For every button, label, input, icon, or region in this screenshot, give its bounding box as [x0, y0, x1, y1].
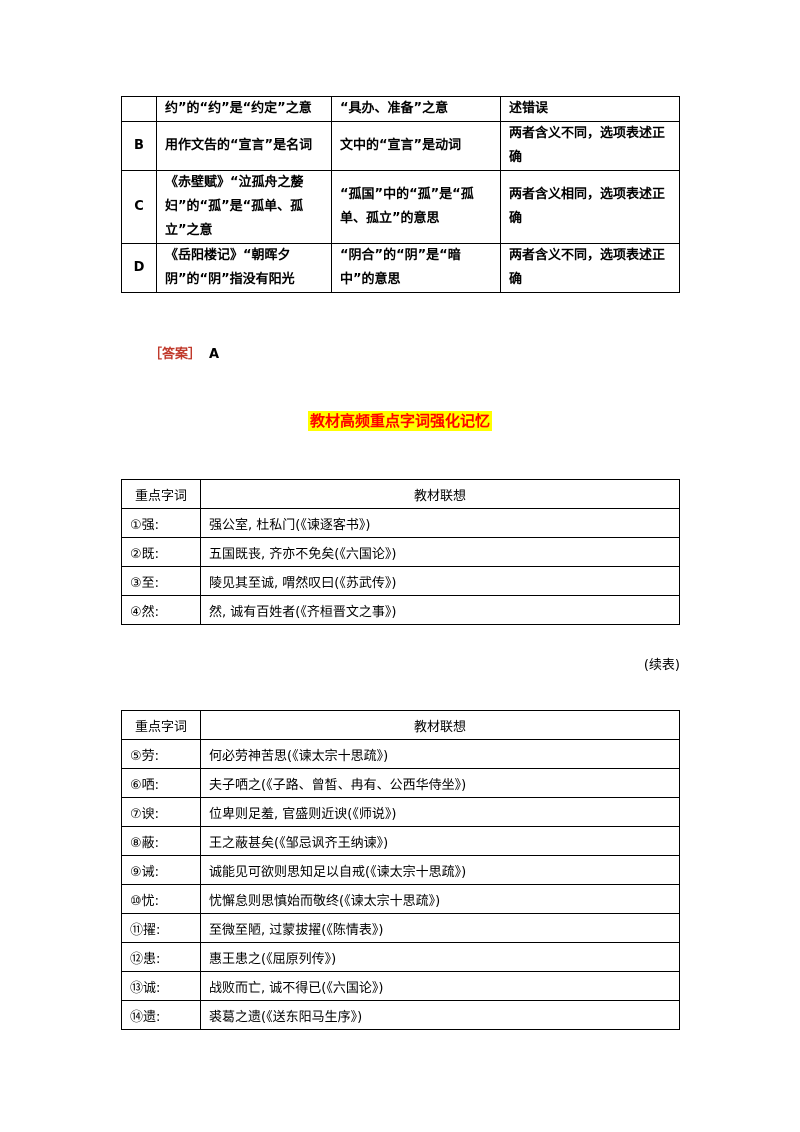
association-cell: 位卑则足羞, 官盛则近谀(《师说》) — [200, 797, 680, 827]
header-word: 重点字词 — [121, 710, 201, 740]
answer-value: A — [209, 347, 220, 362]
association-cell: 战败而亡, 诚不得已(《六国论》) — [200, 971, 680, 1001]
table-row: ⑥哂:夫子哂之(《子路、曾皙、冉有、公西华侍坐》) — [121, 768, 680, 798]
association-cell: 惠王患之(《屈原列传》) — [200, 942, 680, 972]
keyword-cell: ⑦谀: — [121, 797, 201, 827]
section-title-text: 教材高频重点字词强化记忆 — [307, 411, 492, 431]
keyword-cell: ⑪擢: — [121, 913, 201, 943]
source-meaning: “具办、准备”之意 — [331, 96, 501, 122]
table-row: ⑩忧:忧懈怠则思慎始而敬终(《谏太宗十思疏》) — [121, 884, 680, 914]
association-cell: 然, 诚有百姓者(《齐桓晋文之事》) — [200, 595, 680, 625]
conclusion: 两者含义不同，选项表述正确 — [500, 243, 680, 293]
conclusion: 两者含义不同，选项表述正确 — [500, 121, 680, 171]
association-cell: 何必劳神苦思(《谏太宗十思疏》) — [200, 739, 680, 769]
option-row: 约”的“约”是“约定”之意“具办、准备”之意述错误 — [121, 96, 680, 122]
keyword-table-2: 重点字词 教材联想 ⑤劳:何必劳神苦思(《谏太宗十思疏》)⑥哂:夫子哂之(《子路… — [121, 710, 680, 1030]
option-text: 《岳阳楼记》“朝晖夕阴”的“阴”指没有阳光 — [156, 243, 332, 293]
keyword-cell: ①强: — [121, 508, 201, 538]
source-meaning: “阴合”的“阴”是“暗中”的意思 — [331, 243, 501, 293]
table-row: ①强:强公室, 杜私门(《谏逐客书》) — [121, 508, 680, 538]
table-row: ②既:五国既丧, 齐亦不免矣(《六国论》) — [121, 537, 680, 567]
option-text: 用作文告的“宣言”是名词 — [156, 121, 332, 171]
keyword-cell: ⑨诫: — [121, 855, 201, 885]
conclusion: 述错误 — [500, 96, 680, 122]
table-row: ⑧蔽:王之蔽甚矣(《邹忌讽齐王纳谏》) — [121, 826, 680, 856]
option-row: C《赤壁赋》“泣孤舟之嫠妇”的“孤”是“孤单、孤立”之意“孤国”中的“孤”是“孤… — [121, 170, 680, 244]
association-cell: 诚能见可欲则思知足以自戒(《谏太宗十思疏》) — [200, 855, 680, 885]
source-meaning: “孤国”中的“孤”是“孤单、孤立”的意思 — [331, 170, 501, 244]
association-cell: 强公室, 杜私门(《谏逐客书》) — [200, 508, 680, 538]
option-letter: C — [121, 170, 157, 244]
answer-line: ［答案］ A — [149, 343, 219, 362]
option-letter: D — [121, 243, 157, 293]
keyword-cell: ⑧蔽: — [121, 826, 201, 856]
option-text: 约”的“约”是“约定”之意 — [156, 96, 332, 122]
table-row: ⑭遗:裘葛之遗(《送东阳马生序》) — [121, 1000, 680, 1030]
table-row: ⑬诚:战败而亡, 诚不得已(《六国论》) — [121, 971, 680, 1001]
association-cell: 陵见其至诚, 喟然叹曰(《苏武传》) — [200, 566, 680, 596]
section-title: 教材高频重点字词强化记忆 — [0, 410, 800, 431]
table-row: ⑫患:惠王患之(《屈原列传》) — [121, 942, 680, 972]
table-header-row: 重点字词 教材联想 — [121, 479, 680, 509]
keyword-table-1: 重点字词 教材联想 ①强:强公室, 杜私门(《谏逐客书》)②既:五国既丧, 齐亦… — [121, 479, 680, 625]
source-meaning: 文中的“宣言”是动词 — [331, 121, 501, 171]
keyword-cell: ⑫患: — [121, 942, 201, 972]
conclusion: 两者含义相同，选项表述正确 — [500, 170, 680, 244]
table-header-row: 重点字词 教材联想 — [121, 710, 680, 740]
association-cell: 至微至陋, 过蒙拔擢(《陈情表》) — [200, 913, 680, 943]
header-word: 重点字词 — [121, 479, 201, 509]
association-cell: 夫子哂之(《子路、曾皙、冉有、公西华侍坐》) — [200, 768, 680, 798]
keyword-cell: ⑥哂: — [121, 768, 201, 798]
keyword-cell: ②既: — [121, 537, 201, 567]
continued-label: (续表) — [643, 658, 680, 673]
table-row: ③至:陵见其至诚, 喟然叹曰(《苏武传》) — [121, 566, 680, 596]
keyword-cell: ⑤劳: — [121, 739, 201, 769]
option-text: 《赤壁赋》“泣孤舟之嫠妇”的“孤”是“孤单、孤立”之意 — [156, 170, 332, 244]
association-cell: 裘葛之遗(《送东阳马生序》) — [200, 1000, 680, 1030]
option-letter — [121, 96, 157, 122]
keyword-cell: ⑩忧: — [121, 884, 201, 914]
answer-tag: ［答案］ — [149, 347, 202, 362]
option-letter: B — [121, 121, 157, 171]
header-association: 教材联想 — [200, 479, 680, 509]
association-cell: 王之蔽甚矣(《邹忌讽齐王纳谏》) — [200, 826, 680, 856]
table-row: ⑦谀:位卑则足羞, 官盛则近谀(《师说》) — [121, 797, 680, 827]
keyword-cell: ③至: — [121, 566, 201, 596]
keyword-cell: ⑭遗: — [121, 1000, 201, 1030]
association-cell: 忧懈怠则思慎始而敬终(《谏太宗十思疏》) — [200, 884, 680, 914]
table-row: ⑨诫:诚能见可欲则思知足以自戒(《谏太宗十思疏》) — [121, 855, 680, 885]
table-row: ⑤劳:何必劳神苦思(《谏太宗十思疏》) — [121, 739, 680, 769]
table-row: ⑪擢:至微至陋, 过蒙拔擢(《陈情表》) — [121, 913, 680, 943]
option-row: D《岳阳楼记》“朝晖夕阴”的“阴”指没有阳光“阴合”的“阴”是“暗中”的意思两者… — [121, 243, 680, 293]
association-cell: 五国既丧, 齐亦不免矣(《六国论》) — [200, 537, 680, 567]
header-association: 教材联想 — [200, 710, 680, 740]
keyword-cell: ⑬诚: — [121, 971, 201, 1001]
table-row: ④然:然, 诚有百姓者(《齐桓晋文之事》) — [121, 595, 680, 625]
keyword-cell: ④然: — [121, 595, 201, 625]
